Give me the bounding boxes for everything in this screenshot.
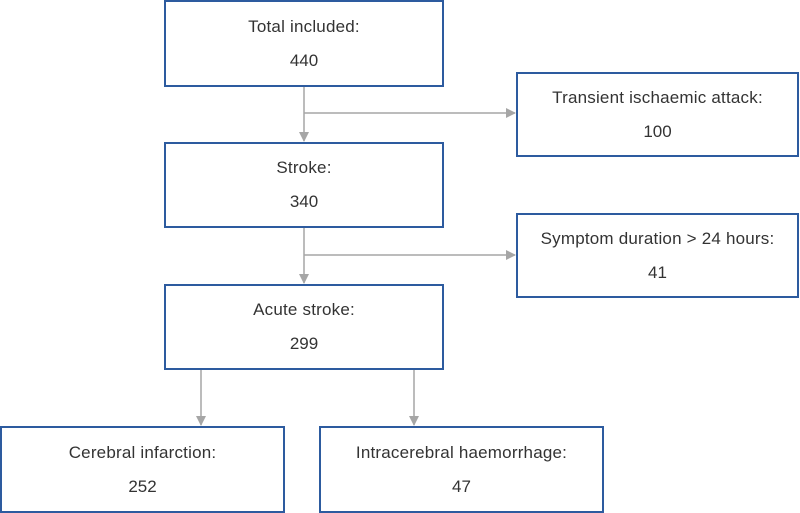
node-transient-ischaemic-attack: Transient ischaemic attack: 100 — [516, 72, 799, 157]
node-count: 440 — [289, 50, 319, 70]
node-cerebral-infarction: Cerebral infarction: 252 — [0, 426, 285, 513]
node-intracerebral-haemorrhage: Intracerebral haemorrhage: 47 — [319, 426, 604, 513]
node-count: 100 — [643, 121, 672, 141]
node-label: Intracerebral haemorrhage: — [355, 442, 568, 462]
node-count: 47 — [452, 476, 471, 496]
node-label: Symptom duration > 24 hours: — [540, 228, 775, 248]
node-total-included: Total included: 440 — [164, 0, 444, 87]
node-label: Total included: — [248, 16, 360, 36]
node-symptom-duration: Symptom duration > 24 hours: 41 — [516, 213, 799, 298]
node-count: 252 — [128, 476, 157, 496]
node-count: 41 — [648, 262, 667, 282]
node-stroke: Stroke: 340 — [164, 142, 444, 228]
node-label: Acute stroke: — [253, 300, 355, 319]
node-count: 299 — [289, 334, 319, 353]
node-count: 340 — [289, 192, 319, 211]
node-acute-stroke: Acute stroke: 299 — [164, 284, 444, 370]
node-label: Stroke: — [276, 158, 332, 177]
node-label: Cerebral infarction: — [68, 442, 217, 462]
node-label: Transient ischaemic attack: — [552, 87, 763, 107]
